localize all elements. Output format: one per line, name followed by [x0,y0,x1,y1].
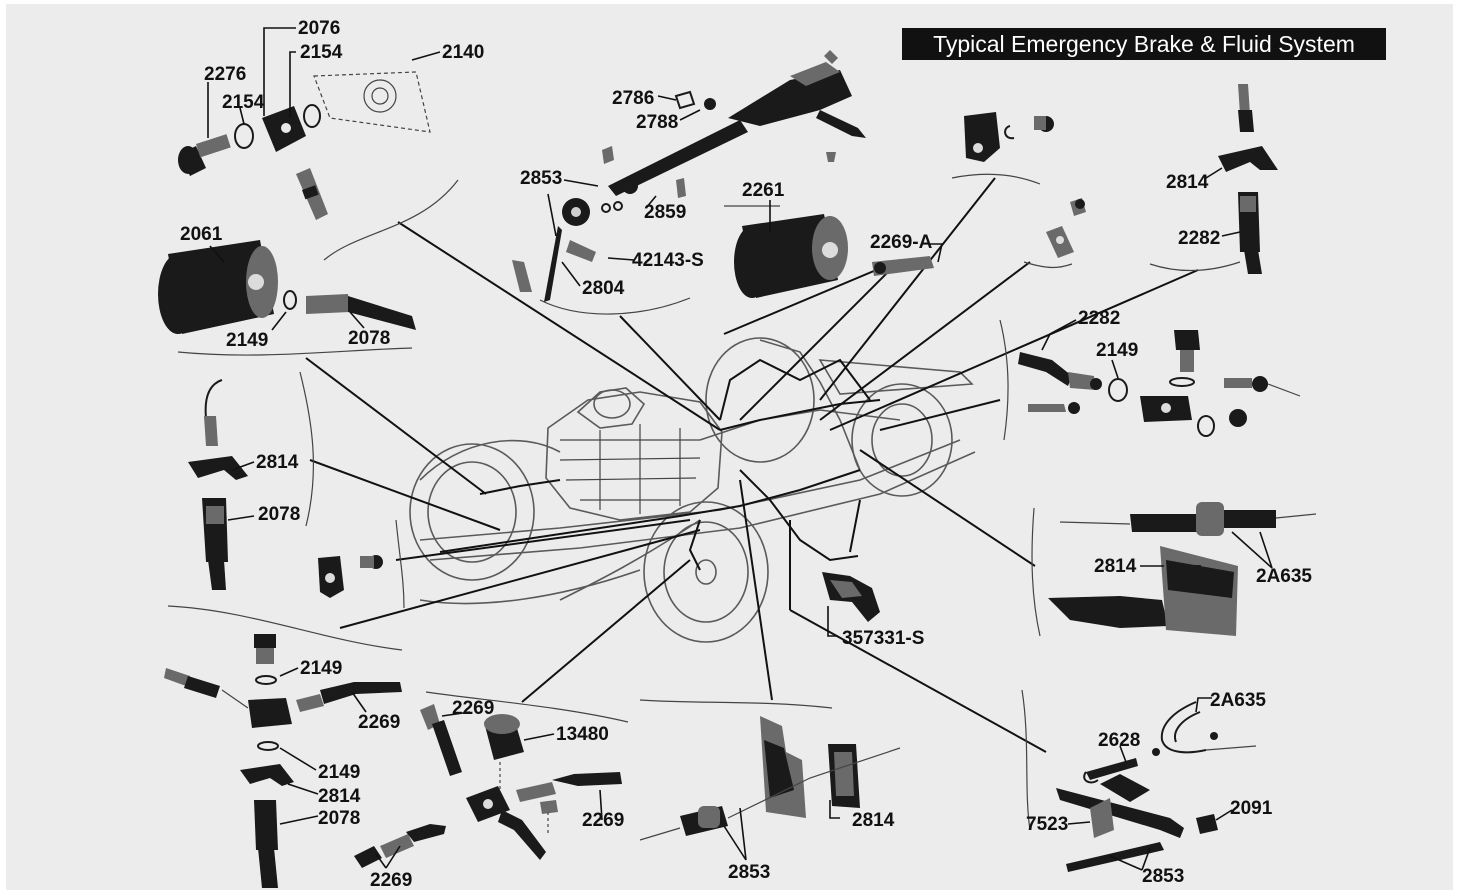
label-2853-b: 2853 [728,862,770,883]
label-2786: 2786 [612,88,654,109]
label-2091: 2091 [1230,798,1273,819]
label-2814-e: 2814 [852,810,895,831]
label-2149-c: 2149 [300,658,342,679]
group-wheel-cylinder-2061-parts [158,240,416,356]
label-7523: 7523 [1026,814,1068,835]
label-2078-b: 2078 [258,504,300,525]
label-2814-c: 2814 [1094,556,1137,577]
group-bottom-left-junction-parts [164,605,403,888]
group-wheel-cylinder-2261-parts [724,200,943,298]
label-2788: 2788 [636,112,678,133]
label-2061: 2061 [180,224,223,245]
label-2853-c: 2853 [1142,866,1184,887]
label-2A635-b: 2A635 [1210,690,1266,711]
group-clip-357331s-parts [822,572,880,637]
label-2269-c: 2269 [582,810,624,831]
group-bottom-center-parts [639,699,901,861]
label-2269-b: 2269 [452,698,494,719]
group-wheel-cylinder-2061-labels: 2061 2149 2078 [180,224,390,351]
group-bottom-center-left-parts [354,691,629,869]
group-bottom-center-left-labels: 2269 13480 2269 2269 [370,698,624,891]
label-2076: 2076 [298,18,340,39]
label-2269: 2269 [358,712,400,733]
label-2261: 2261 [742,180,785,201]
label-2078: 2078 [348,328,390,349]
group-left-middle-parts [188,371,315,590]
label-2154-b: 2154 [222,92,265,113]
group-right-cable-labels: 2814 2A635 [1094,556,1312,587]
group-top-center-parts [512,50,866,315]
label-2814: 2814 [1166,172,1209,193]
label-2814-d: 2814 [318,786,361,807]
group-right-middle-parts [999,319,1301,441]
group-far-top-right-parts [1149,84,1278,274]
label-2154: 2154 [300,42,343,63]
group-bottom-right-labels: 2A635 2628 2091 7523 2853 [1026,690,1273,887]
label-2149-b: 2149 [1096,340,1138,361]
label-2140: 2140 [442,42,484,63]
label-2859: 2859 [644,202,686,223]
label-357331-S: 357331-S [842,628,924,649]
group-top-center-labels: 2786 2788 2853 2859 42143-S 2804 [520,88,704,299]
label-2149: 2149 [226,330,268,351]
group-right-cable-parts [1031,502,1317,637]
label-2853: 2853 [520,168,562,189]
label-2269-A: 2269-A [870,232,933,253]
group-bottom-center-labels: 2814 2853 [728,810,895,883]
label-2269-d: 2269 [370,870,412,891]
group-top-left-parts [178,27,459,261]
group-top-left-labels: 2076 2154 2140 2276 2154 [204,18,484,113]
label-2804: 2804 [582,278,625,299]
label-2276: 2276 [204,64,246,85]
label-2628: 2628 [1098,730,1140,751]
chassis-illustration [409,337,976,643]
diagram-background [6,4,1453,890]
group-clip-357331s-labels: 357331-S [842,628,924,649]
group-top-right-clips [951,112,1086,269]
label-2149-d: 2149 [318,762,360,783]
group-left-middle-labels: 2814 2078 [256,452,300,525]
label-2282-b: 2282 [1078,308,1120,329]
group-wheel-cylinder-2261-labels: 2261 2269-A [742,180,933,253]
group-bottom-left-junction-labels: 2149 2269 2149 2814 2078 [300,658,400,829]
group-left-clip-parts [318,519,405,609]
group-right-middle-labels: 2282 2149 [1078,308,1138,361]
label-42143-S: 42143-S [632,250,704,271]
label-13480: 13480 [556,724,609,745]
label-2A635: 2A635 [1256,566,1312,587]
bolt-2276-part [178,134,231,176]
label-2078-c: 2078 [318,808,360,829]
label-2282: 2282 [1178,228,1220,249]
diagram-title: Typical Emergency Brake & Fluid System [902,28,1386,60]
group-far-top-right-labels: 2814 2282 [1166,172,1220,249]
group-bottom-right-parts [1021,689,1257,872]
label-2814-b: 2814 [256,452,299,473]
